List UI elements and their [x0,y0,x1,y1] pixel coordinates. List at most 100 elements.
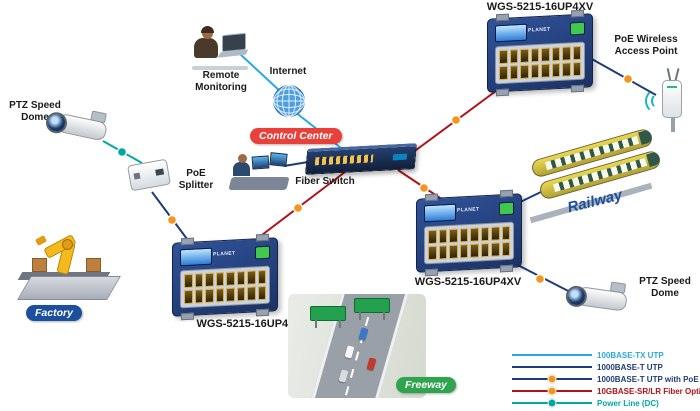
switch-port-panel [495,41,585,85]
rj45-port-icon [194,289,203,304]
switch-port-panel [180,265,270,309]
legend-label: 10GBASE-SR/LR Fiber Optic [597,386,700,396]
desk-icon [192,66,248,70]
rj45-port-icon [562,46,571,61]
mount-ear-icon [500,264,513,273]
rj45-port-icon [470,243,479,258]
rj45-port-icon [572,45,581,61]
internet-globe-icon [273,85,305,117]
switch-left-label: WGS-5215-16UP4X [196,318,296,330]
rj45-port-icon [572,61,581,77]
rj45-port-icon [551,62,560,78]
rj45-port-icon [226,271,235,286]
crate-icon [32,258,47,272]
rj45-port-icon [470,227,479,242]
mount-ear-icon [496,13,509,22]
poe-connector-dot-icon [622,73,634,85]
rj45-port-icon [520,48,529,64]
mount-ear-icon [496,88,509,97]
control-center-badge: Control Center [250,128,342,144]
person-body-icon [194,38,218,58]
rj45-port-icon [205,272,214,288]
poe-splitter-label: PoE Splitter [178,168,214,191]
rj45-port-icon [236,286,245,302]
switch-top: PLANET [487,9,593,97]
legend-item: 1000BASE-T UTP with PoE [512,373,700,385]
factory-badge: Factory [26,305,82,321]
legend-item: Power Line (DC) [512,397,700,409]
legend-line-swatch [512,354,592,356]
poe-dot-icon [547,374,557,384]
rj45-port-icon [215,288,224,303]
rj45-port-icon [438,245,447,260]
internet-label: Internet [269,66,307,77]
machine-base-icon [17,276,121,300]
freeway-sign-icon [310,306,346,328]
rj45-port-icon [491,242,500,257]
mount-ear-icon [500,189,513,198]
legend-label: 100BASE-TX UTP [597,350,664,360]
robot-joint-icon [62,239,73,250]
mount-ear-icon [256,308,269,317]
rj45-port-icon [428,245,437,261]
access-point-body-icon [662,80,682,118]
rj45-port-icon [551,46,560,62]
rj45-port-icon [257,269,266,285]
poe-connector-dot-icon [166,214,178,226]
rj45-port-icon [480,226,489,242]
access-point [645,67,688,132]
wifi-signal-icon [645,88,671,114]
poe-connector-dot-icon [450,114,462,126]
legend-item: 100BASE-TX UTP [512,349,700,361]
operator-icon [238,154,247,163]
robot-gripper-icon [34,235,48,246]
rj45-port-icon [449,228,458,244]
rj45-port-icon [247,270,256,285]
legend-line-swatch [512,374,592,384]
poe-connector-dot-icon [534,273,546,285]
legend-label: 1000BASE-T UTP [597,362,663,372]
planet-logo: PLANET [457,206,480,214]
rj45-port-icon [541,47,550,62]
planet-logo: PLANET [528,26,551,34]
internet-node [272,84,306,123]
dome-left-label: PTZ Speed Dome [9,100,61,123]
switch-led-icon [499,201,514,216]
switch-led-icon [570,21,585,36]
rj45-port-icon [491,226,500,241]
rj45-port-icon [226,287,235,302]
console-desk-icon [228,177,290,190]
mount-ear-icon [181,237,194,246]
legend-label: Power Line (DC) [597,398,659,408]
operator-body-icon [233,162,250,176]
mount-ear-icon [571,84,584,93]
rj45-port-icon [428,229,437,245]
dome-right-label: PTZ Speed Dome [639,276,691,299]
rj45-port-icon [501,241,510,257]
switch-left: PLANET [172,233,278,321]
switch-display-icon [180,247,212,267]
legend-line-swatch [512,398,592,408]
rj45-port-icon [236,270,245,286]
rj45-port-icon [530,48,539,63]
legend-item: 10GBASE-SR/LR Fiber Optic [512,385,700,397]
monitor-icon [269,152,288,167]
rj45-port-icon [459,228,468,243]
splitter-box-icon [127,158,171,192]
freeway-sign-icon [354,298,390,320]
freeway-badge: Freeway [396,377,457,393]
poe-connector-dot-icon [418,182,430,194]
switch-port-panel [424,221,514,265]
ptz-dome-right [564,280,632,314]
link-laptop-to-internet [239,53,282,93]
pole-icon [671,116,675,132]
rj45-port-icon [541,63,550,78]
switch-mid-label: WGS-5215-16UP4XV [414,276,522,288]
mount-ear-icon [571,9,584,18]
rj45-port-icon [247,286,256,301]
planet-logo: PLANET [213,250,236,258]
rj45-port-icon [257,285,266,301]
legend-line-swatch [512,386,592,396]
rj45-port-icon [480,242,489,258]
rj45-port-icon [499,65,508,81]
